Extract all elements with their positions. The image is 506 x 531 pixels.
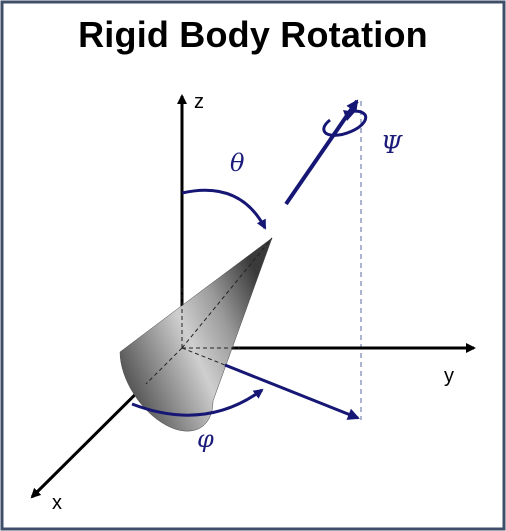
y-axis-label: y — [444, 365, 454, 387]
psi-spin-arrow — [322, 109, 368, 137]
symmetry-axis-vector — [284, 99, 359, 206]
phi-arc — [131, 388, 264, 417]
hidden-symmetry-axis — [181, 237, 273, 349]
hidden-projection-segment — [181, 347, 226, 366]
cone — [119, 237, 273, 432]
psi-label: Ψ — [381, 131, 403, 159]
theta-label: θ — [230, 149, 245, 177]
projection-vector — [224, 363, 360, 420]
theta-arc — [181, 188, 267, 230]
phi-label: φ — [197, 425, 214, 453]
hidden-x-axis-segment — [145, 347, 183, 385]
diagram-title: Rigid Body Rotation — [78, 14, 428, 55]
z-axis-label: z — [194, 91, 204, 113]
x-axis-label: x — [52, 492, 62, 514]
